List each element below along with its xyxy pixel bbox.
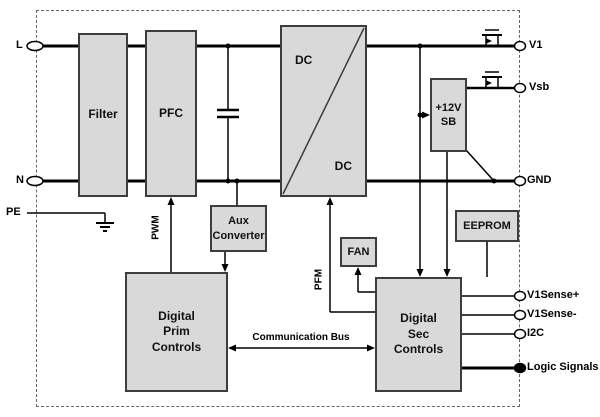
- sb-return-wire: [465, 149, 495, 182]
- block-dcdc-label-bottom: DC: [334, 159, 352, 173]
- bulk-capacitor-icon: [217, 46, 239, 181]
- aux-output-wire: [221, 252, 229, 272]
- terminal-v1sense-plus-node: [513, 290, 527, 302]
- terminal-nodes: [26, 40, 527, 374]
- terminal-v1-label: V1: [529, 39, 543, 51]
- block-pfc-label: PFC: [159, 105, 183, 120]
- block-filter-label: Filter: [88, 107, 118, 122]
- pwm-control-wire: [167, 197, 175, 272]
- mosfet-v1-icon: [482, 29, 502, 46]
- terminal-v1-node: [513, 40, 527, 52]
- terminal-vsb-node: [513, 82, 527, 94]
- terminal-gnd-label: GND: [527, 174, 552, 186]
- psu-enclosure-outline: [36, 10, 520, 407]
- terminal-i2c-node: [513, 328, 527, 340]
- block-filter: Filter: [78, 33, 128, 197]
- block-12v-sb: +12V SB: [430, 78, 467, 152]
- terminal-vsb-label: Vsb: [529, 81, 550, 93]
- terminal-n-label: N: [16, 174, 24, 186]
- block-digital-prim-controls-label: Digital Prim Controls: [151, 308, 202, 354]
- terminal-i2c-label: I2C: [527, 327, 545, 339]
- pfm-label: PFM: [313, 268, 325, 291]
- block-fan: FAN: [340, 237, 377, 267]
- block-digital-sec-controls-label: Digital Sec Controls: [393, 311, 444, 357]
- block-dcdc-label-top: DC: [295, 53, 313, 67]
- terminal-l-node: [26, 40, 44, 52]
- mosfet-vsb-icon: [482, 71, 502, 88]
- terminal-n-node: [26, 175, 44, 187]
- terminal-v1sense-plus-label: V1Sense+: [527, 289, 580, 301]
- block-eeprom: EEPROM: [455, 210, 519, 242]
- terminal-gnd-node: [513, 175, 527, 187]
- terminal-v1sense-minus-label: V1Sense-: [527, 308, 577, 320]
- block-digital-prim-controls: Digital Prim Controls: [125, 272, 228, 392]
- block-12v-sb-label: +12V SB: [435, 101, 462, 128]
- communication-bus-wire: [228, 344, 375, 352]
- ground-icon: [96, 213, 114, 232]
- terminal-pe-label: PE: [6, 206, 21, 218]
- dcdc-diagonal: [282, 27, 365, 195]
- block-dcdc: DC DC: [280, 25, 367, 197]
- terminal-logic-signals-label: Logic Signals: [527, 361, 599, 373]
- junction-dots: [225, 43, 497, 184]
- pwm-label: PWM: [150, 215, 162, 240]
- block-fan-label: FAN: [347, 245, 370, 258]
- block-aux-converter-label: Aux Converter: [212, 215, 265, 242]
- communication-bus-label: Communication Bus: [252, 332, 350, 343]
- terminal-v1sense-minus-node: [513, 309, 527, 321]
- block-aux-converter: Aux Converter: [210, 205, 267, 252]
- sb-to-sec-wire: [443, 152, 451, 277]
- block-digital-sec-controls: Digital Sec Controls: [375, 277, 462, 392]
- block-eeprom-label: EEPROM: [463, 219, 511, 232]
- terminal-logic-node: [513, 362, 527, 374]
- block-pfc: PFC: [145, 30, 197, 197]
- sb-feed-wire: [416, 46, 430, 277]
- fan-control-wire: [354, 267, 375, 293]
- pfm-control-wire: [326, 197, 375, 313]
- terminal-l-label: L: [16, 39, 23, 51]
